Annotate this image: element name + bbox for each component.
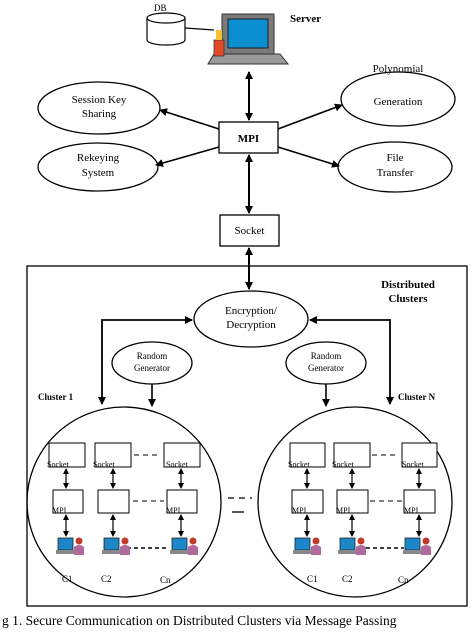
rekeying-label-1: Rekeying bbox=[77, 152, 120, 164]
cluster-n-label: Cluster N bbox=[398, 392, 436, 402]
node-c1-label: C1 bbox=[62, 574, 73, 584]
polynomial-label-1: Polynomial bbox=[373, 63, 424, 75]
mpi-hub-box bbox=[218, 121, 279, 154]
polynomial-ellipse bbox=[340, 71, 456, 127]
cluster-n-circle bbox=[257, 406, 453, 598]
session-key-ellipse bbox=[37, 81, 161, 135]
encryption-label-2: Decryption bbox=[226, 319, 276, 331]
socket-node-label: Socket bbox=[332, 460, 355, 469]
socket-box bbox=[219, 214, 280, 247]
node-cn-label: Cn bbox=[398, 575, 409, 585]
db-label: DB bbox=[154, 3, 167, 13]
socket-node-label: Socket bbox=[288, 460, 311, 469]
socket-node bbox=[289, 442, 326, 468]
cluster-1-label: Cluster 1 bbox=[38, 392, 74, 402]
cluster-1-circle bbox=[26, 406, 222, 598]
polynomial-label-2: Generation bbox=[374, 96, 423, 108]
socket-node-label: Socket bbox=[166, 460, 189, 469]
mpi-node bbox=[52, 489, 84, 514]
encryption-ellipse bbox=[193, 290, 309, 348]
random-gen-left-1: Random bbox=[137, 351, 168, 361]
db-server-link bbox=[184, 27, 215, 31]
server-label: Server bbox=[290, 13, 321, 25]
encryption-right-connector bbox=[309, 316, 394, 405]
encryption-left-connector bbox=[98, 316, 193, 405]
computer-user-icon bbox=[170, 537, 198, 555]
file-transfer-label-2: Transfer bbox=[377, 167, 414, 179]
mpi-node bbox=[336, 489, 369, 514]
node-c2-label: C2 bbox=[342, 574, 353, 584]
mpi-node-label: MPI bbox=[336, 506, 351, 515]
random-gen-left-2: Generator bbox=[134, 363, 170, 373]
socket-node bbox=[333, 442, 371, 468]
socket-node bbox=[401, 442, 438, 468]
mpi-hub-label: MPI bbox=[238, 133, 259, 145]
computer-user-icon bbox=[403, 537, 431, 555]
session-key-label-2: Sharing bbox=[82, 108, 117, 120]
database-icon bbox=[146, 12, 186, 46]
mpi-polynomial-arrow bbox=[277, 103, 343, 130]
mpi-session-arrow bbox=[159, 108, 220, 130]
distributed-clusters-frame bbox=[26, 265, 468, 607]
random-gen-right-1: Random bbox=[311, 351, 342, 361]
clusters-title-2: Clusters bbox=[388, 293, 428, 305]
mpi-node-label: MPI bbox=[404, 506, 419, 515]
node-c1-label: C1 bbox=[307, 574, 318, 584]
mpi-file-arrow bbox=[277, 146, 340, 168]
computer-user-icon bbox=[338, 537, 366, 555]
session-key-label-1: Session Key bbox=[72, 94, 127, 106]
socket-node-label: Socket bbox=[402, 460, 425, 469]
random-gen-right-2: Generator bbox=[308, 363, 344, 373]
computer-user-icon bbox=[293, 537, 321, 555]
socket-node-label: Socket bbox=[47, 460, 70, 469]
cluster-n-nodes: Socket MPI Socket MPI Socket MPI bbox=[288, 442, 438, 585]
mpi-node bbox=[403, 489, 436, 514]
mpi-rekeying-arrow bbox=[155, 146, 220, 167]
cluster-1-nodes: Socket MPI Socket Socket MPI bbox=[47, 442, 201, 585]
mpi-node bbox=[166, 489, 198, 514]
socket-node bbox=[94, 442, 132, 468]
mpi-node bbox=[291, 489, 324, 514]
socket-label: Socket bbox=[235, 225, 265, 237]
node-c2-label: C2 bbox=[101, 574, 112, 584]
computer-user-icon bbox=[56, 537, 84, 555]
rekeying-label-2: System bbox=[82, 167, 115, 179]
server-computer-icon bbox=[207, 13, 290, 65]
figure-caption: g 1. Secure Communication on Distributed… bbox=[2, 613, 397, 628]
computer-user-icon bbox=[102, 537, 130, 555]
socket-node-label: Socket bbox=[93, 460, 116, 469]
mpi-node-label: MPI bbox=[292, 506, 307, 515]
mpi-node-label: MPI bbox=[52, 506, 67, 515]
socket-node bbox=[163, 442, 201, 468]
clusters-title-1: Distributed bbox=[381, 279, 435, 291]
mpi-node bbox=[97, 489, 130, 514]
file-transfer-label-1: File bbox=[386, 152, 403, 164]
socket-node bbox=[48, 442, 86, 468]
mpi-node-label: MPI bbox=[166, 506, 181, 515]
rekeying-ellipse bbox=[37, 142, 159, 192]
node-cn-label: Cn bbox=[160, 575, 171, 585]
encryption-label-1: Encryption/ bbox=[225, 305, 278, 317]
